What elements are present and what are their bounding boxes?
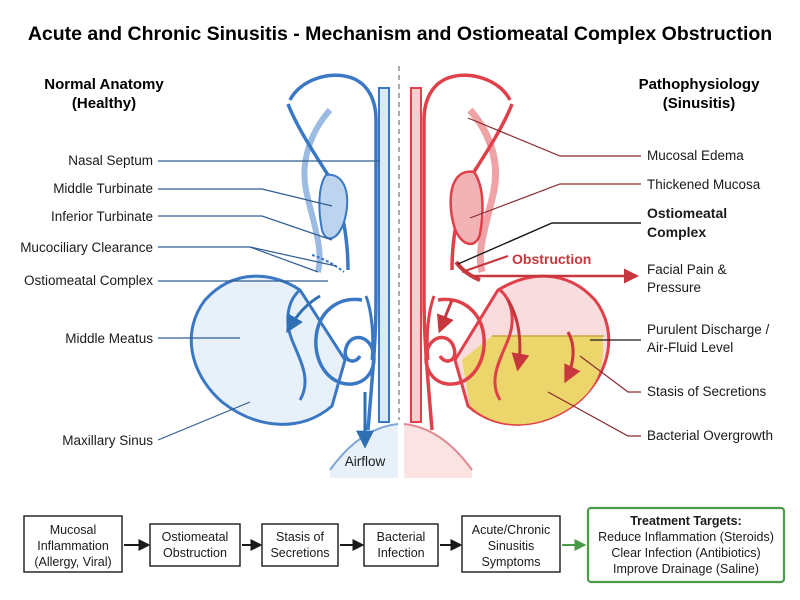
- sinusitis-inferior-turbinate: [424, 297, 486, 386]
- label-middle-meatus: Middle Meatus: [65, 331, 153, 346]
- treatment-item-3: Improve Drainage (Saline): [613, 562, 759, 576]
- label-facial-pain-line2: Pressure: [647, 280, 701, 295]
- page-title: Acute and Chronic Sinusitis - Mechanism …: [28, 23, 772, 45]
- healthy-maxillary-sinus: [189, 274, 347, 426]
- label-airflow: Airflow: [345, 454, 386, 469]
- label-ostiomeatal-complex-right-line1: Ostiomeatal: [647, 205, 727, 221]
- treatment-heading: Treatment Targets:: [630, 514, 742, 528]
- flow-step-1-line1: Mucosal: [50, 523, 97, 537]
- flow-step-5-line3: Symptoms: [481, 555, 540, 569]
- label-nasal-septum: Nasal Septum: [68, 153, 153, 168]
- label-mucociliary-clearance: Mucociliary Clearance: [20, 240, 153, 255]
- label-purulent-discharge-line1: Purulent Discharge /: [647, 322, 770, 337]
- label-inferior-turbinate: Inferior Turbinate: [51, 209, 153, 224]
- label-mucosal-edema: Mucosal Edema: [647, 148, 744, 163]
- label-thickened-mucosa: Thickened Mucosa: [647, 177, 761, 192]
- label-purulent-discharge-line2: Air-Fluid Level: [647, 340, 733, 355]
- flow-step-5-line2: Sinusitis: [488, 539, 535, 553]
- flow-step-1: [23, 515, 123, 573]
- flow-step-4: [363, 523, 439, 567]
- left-labels: Nasal Septum Middle Turbinate Inferior T…: [20, 153, 385, 469]
- sinusitis-anatomy: [403, 73, 611, 478]
- healthy-anatomy: [189, 73, 399, 478]
- flowchart: Mucosal Inflammation (Allergy, Viral) Os…: [23, 506, 786, 584]
- flow-step-4-line1: Bacterial: [377, 530, 426, 544]
- flow-step-3: [261, 523, 339, 567]
- flow-step-2-line1: Ostiomeatal: [162, 530, 229, 544]
- treatment-targets-box: [586, 506, 786, 584]
- healthy-middle-turbinate: [318, 173, 349, 240]
- right-labels: Mucosal Edema Thickened Mucosa Ostiomeat…: [457, 117, 773, 443]
- healthy-inferior-turbinate: [314, 297, 376, 386]
- flow-step-4-line2: Infection: [377, 546, 424, 560]
- label-middle-turbinate: Middle Turbinate: [53, 181, 153, 196]
- left-heading-line2: (Healthy): [72, 95, 136, 112]
- label-maxillary-sinus: Maxillary Sinus: [62, 433, 153, 448]
- treatment-item-2: Clear Infection (Antibiotics): [611, 546, 760, 560]
- right-heading-line2: (Sinusitis): [663, 95, 736, 112]
- label-bacterial-overgrowth: Bacterial Overgrowth: [647, 428, 773, 443]
- flow-step-3-line1: Stasis of: [276, 530, 324, 544]
- flow-step-3-line2: Secretions: [270, 546, 329, 560]
- label-stasis-of-secretions: Stasis of Secretions: [647, 384, 767, 399]
- right-heading-line1: Pathophysiology: [639, 76, 761, 93]
- flow-step-2-line2: Obstruction: [163, 546, 227, 560]
- flow-step-5-line1: Acute/Chronic: [472, 523, 551, 537]
- label-ostiomeatal-complex-right-line2: Complex: [647, 224, 706, 240]
- flow-step-1-line2: Inflammation: [37, 539, 109, 553]
- treatment-item-1: Reduce Inflammation (Steroids): [598, 530, 774, 544]
- air-fluid-level: [462, 336, 604, 425]
- left-heading-line1: Normal Anatomy: [44, 76, 164, 93]
- sinusitis-middle-turbinate: [449, 170, 484, 246]
- label-facial-pain-line1: Facial Pain &: [647, 262, 727, 277]
- label-ostiomeatal-complex-left: Ostiomeatal Complex: [24, 273, 153, 288]
- flow-step-5: [461, 515, 561, 573]
- flow-step-2: [149, 523, 241, 567]
- label-obstruction: Obstruction: [512, 251, 591, 267]
- flow-step-1-line3: (Allergy, Viral): [34, 555, 111, 569]
